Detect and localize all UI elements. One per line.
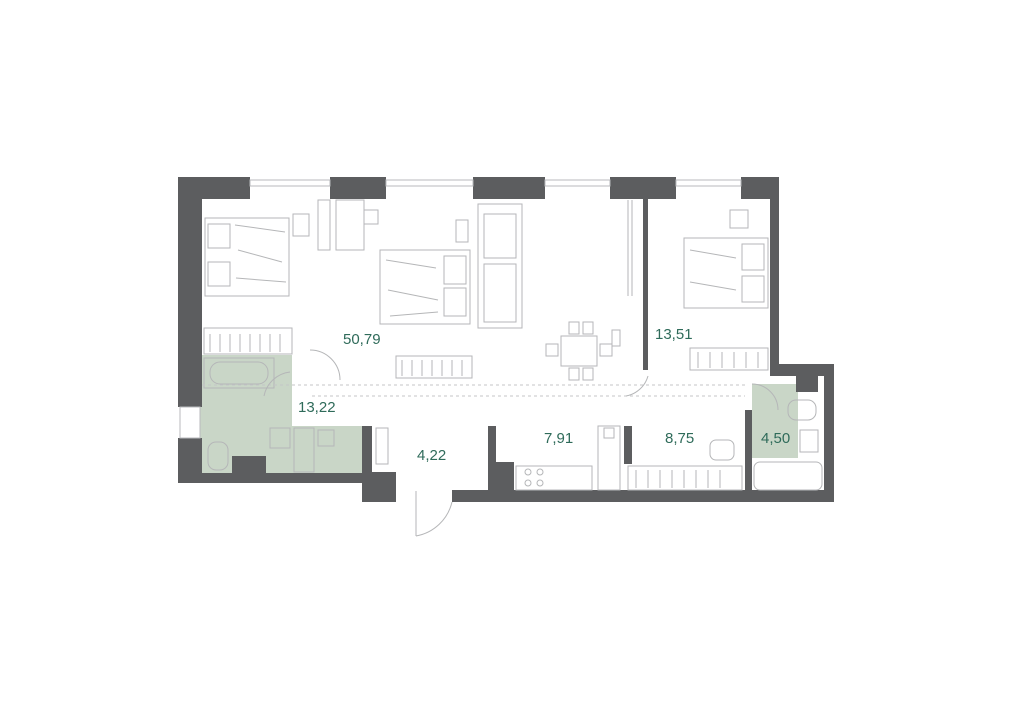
windows bbox=[179, 179, 742, 439]
hall-area: 8,75 bbox=[665, 430, 694, 447]
bedroom-area: 13,51 bbox=[655, 326, 693, 343]
bathroom-zone bbox=[200, 355, 292, 473]
furniture bbox=[203, 199, 823, 491]
kitchen-area: 7,91 bbox=[544, 430, 573, 447]
bathroom-area: 13,22 bbox=[298, 399, 336, 416]
wet-zones bbox=[200, 355, 798, 473]
wc-zone bbox=[752, 384, 798, 458]
wc-area: 4,50 bbox=[761, 430, 790, 447]
area-labels: 50,79 13,51 13,22 4,22 7,91 8,75 4,50 bbox=[298, 326, 790, 464]
doors bbox=[202, 349, 779, 537]
bathroom-zone-extension bbox=[290, 426, 362, 473]
walls bbox=[178, 177, 834, 502]
entrance-area: 4,22 bbox=[417, 447, 446, 464]
entrance-door bbox=[415, 491, 453, 537]
living-room-area: 50,79 bbox=[343, 331, 381, 348]
